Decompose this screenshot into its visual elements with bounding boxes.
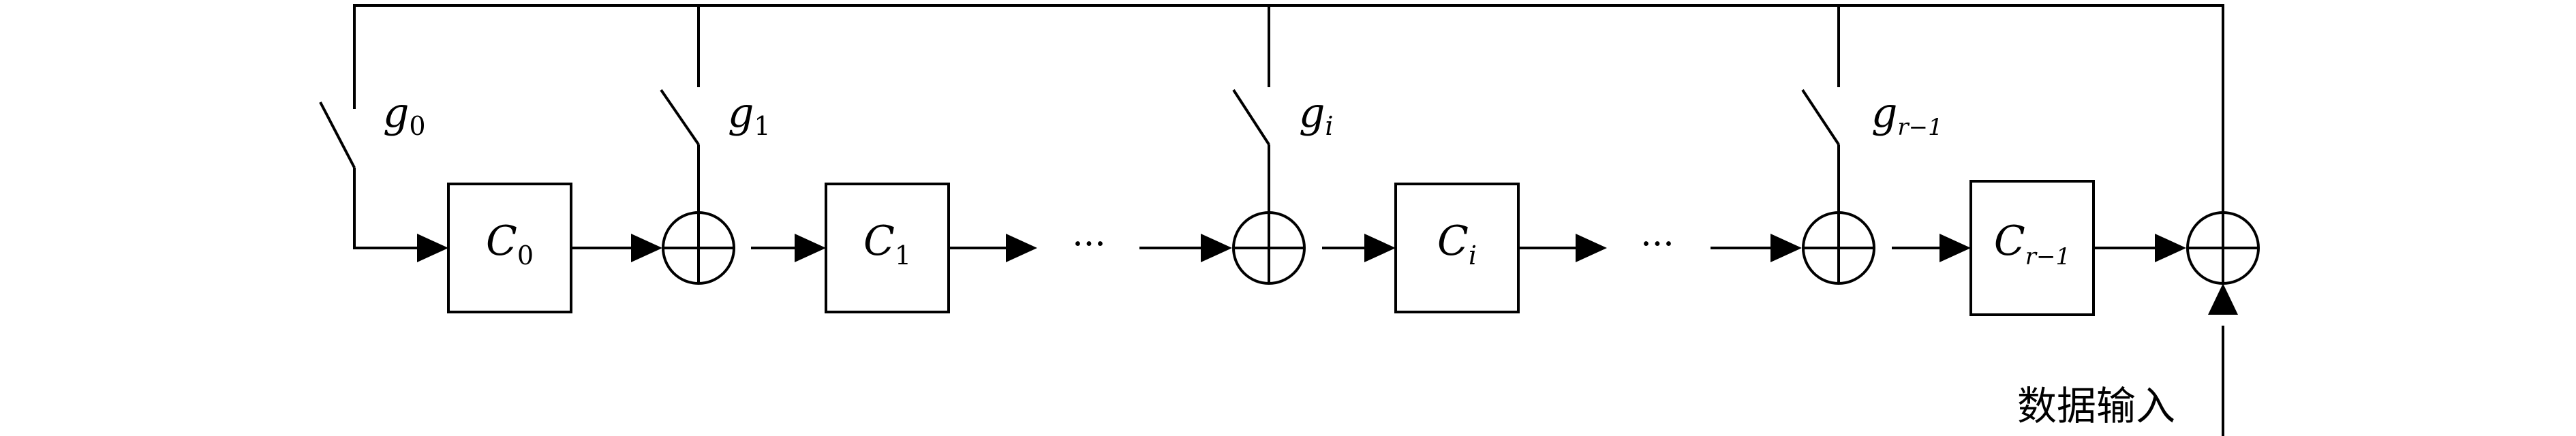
signal-path: [571, 247, 2224, 436]
ellipsis-2: ···: [1640, 224, 1674, 265]
switch-gr1: [1801, 89, 1840, 215]
data-input-label: 数据输入: [2017, 383, 2175, 429]
svg-text:C0: C0: [486, 217, 534, 270]
register-cr1-base: C: [1994, 217, 2025, 265]
arrow-into-xori: [1201, 234, 1232, 262]
arrow-into-c1: [795, 234, 826, 262]
register-c1-base: C: [863, 217, 895, 265]
switch-label-g1: g1: [728, 89, 771, 141]
register-c0-base: C: [486, 217, 517, 265]
register-c1: C1: [825, 183, 950, 313]
arrow-into-xor1: [631, 234, 662, 262]
register-ci-base: C: [1437, 217, 1469, 265]
feedback-top-line: [353, 4, 2224, 219]
arrow-into-c0: [417, 234, 448, 262]
arrow-input-up: [2208, 283, 2238, 315]
arrow-after-c1: [1006, 234, 1037, 262]
register-cr1: Cr−1: [1969, 180, 2095, 316]
switch-gi: [1232, 89, 1270, 215]
svg-text:Ci: Ci: [1437, 217, 1477, 270]
register-c0: C0: [447, 183, 572, 313]
svg-text:Cr−1: Cr−1: [1994, 217, 2070, 270]
switch-label-gr1: gr−1: [1871, 89, 1943, 141]
register-c0-sub: 0: [517, 240, 534, 270]
ellipsis-1: ···: [1072, 224, 1106, 265]
feedback-bus: [353, 4, 2224, 219]
switch-label-g0: g0: [383, 89, 426, 141]
arrow-into-ci: [1364, 234, 1396, 262]
switch-g0: [319, 102, 423, 249]
switch-g1: [660, 89, 700, 215]
xor-adder-i: [1232, 211, 1306, 285]
register-ci: Ci: [1394, 183, 1520, 313]
arrow-after-ci: [1576, 234, 1607, 262]
svg-text:C1: C1: [863, 217, 911, 270]
xor-adder-r1: [1802, 211, 1875, 285]
switch-label-gi: gi: [1299, 89, 1334, 141]
arrow-into-cr1: [1939, 234, 1971, 262]
register-cr1-sub: r−1: [2025, 243, 2070, 270]
register-ci-sub: i: [1469, 240, 1477, 270]
arrow-into-output-xor: [2155, 234, 2186, 262]
arrowheads: [417, 234, 2238, 315]
xor-adder-1: [662, 211, 735, 285]
arrow-into-xorr1: [1770, 234, 1802, 262]
register-c1-sub: 1: [895, 240, 911, 270]
xor-adder-output: [2186, 211, 2260, 285]
